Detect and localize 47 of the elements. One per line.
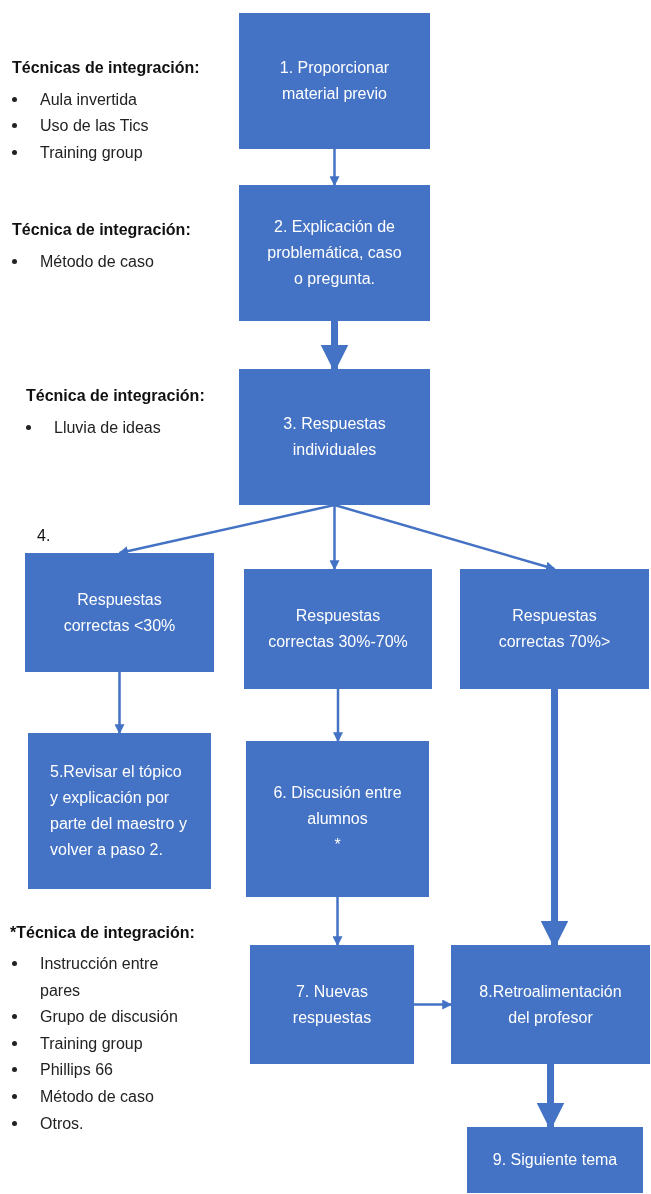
box-text: Respuestas correctas <30% <box>62 589 177 636</box>
list-heading: *Técnica de integración: <box>10 923 195 943</box>
list-heading: Técnica de integración: <box>26 386 205 406</box>
process-box <box>467 1127 643 1193</box>
box-text: Respuestas correctas 70%> <box>497 606 612 652</box>
process-box <box>239 13 430 149</box>
process-box <box>451 945 650 1064</box>
box-text: 9. Siguiente tema <box>492 1150 618 1170</box>
box-text: 1. Proporcionar material previo <box>278 58 391 104</box>
box-text: 5.Revisar el tópico y explicación por parte del maestro y volver a paso 2. <box>50 762 188 860</box>
list-item: Instrucción entre pares <box>40 954 160 1001</box>
box-text: * <box>334 835 341 855</box>
list-item: Otros. <box>40 1114 84 1134</box>
list-item: Training group <box>40 1034 143 1054</box>
list-item: Aula invertida <box>40 90 137 110</box>
arrow <box>414 999 453 1010</box>
arrow <box>332 897 343 947</box>
process-box <box>25 553 214 672</box>
box-text: Respuestas correctas 30%-70% <box>267 606 409 652</box>
arrow <box>333 689 343 743</box>
box-text: 7. Nuevas respuestas <box>291 981 373 1028</box>
arrow <box>329 505 340 571</box>
list-heading: Técnicas de integración: <box>12 58 200 78</box>
box-text: 3. Respuestas individuales <box>282 414 387 460</box>
arrow <box>329 149 340 187</box>
box-text: 2. Explicación de problemática, caso o pregunta. <box>266 217 403 289</box>
list-item: Phillips 66 <box>40 1060 113 1080</box>
list-item: Grupo de discusión <box>40 1007 178 1027</box>
process-box <box>250 945 414 1064</box>
arrow <box>114 672 125 735</box>
list-item: Uso de las Tics <box>40 116 149 136</box>
arrow <box>334 503 556 572</box>
list-item: Método de caso <box>40 252 154 272</box>
process-box <box>244 569 432 689</box>
list-heading: Técnica de integración: <box>12 220 191 240</box>
process-box <box>239 369 430 505</box>
box-text: 6. Discusión entre alumnos <box>272 783 403 829</box>
process-box <box>239 185 430 321</box>
list-item: Lluvia de ideas <box>54 418 161 438</box>
process-box <box>28 733 211 889</box>
list-item: Training group <box>40 143 143 163</box>
process-box <box>460 569 649 689</box>
list-item: Método de caso <box>40 1087 154 1107</box>
box-text: 8.Retroalimentación del profesor <box>478 981 623 1028</box>
process-box <box>246 741 429 897</box>
step-number: 4. <box>37 526 51 546</box>
arrow <box>118 503 335 556</box>
